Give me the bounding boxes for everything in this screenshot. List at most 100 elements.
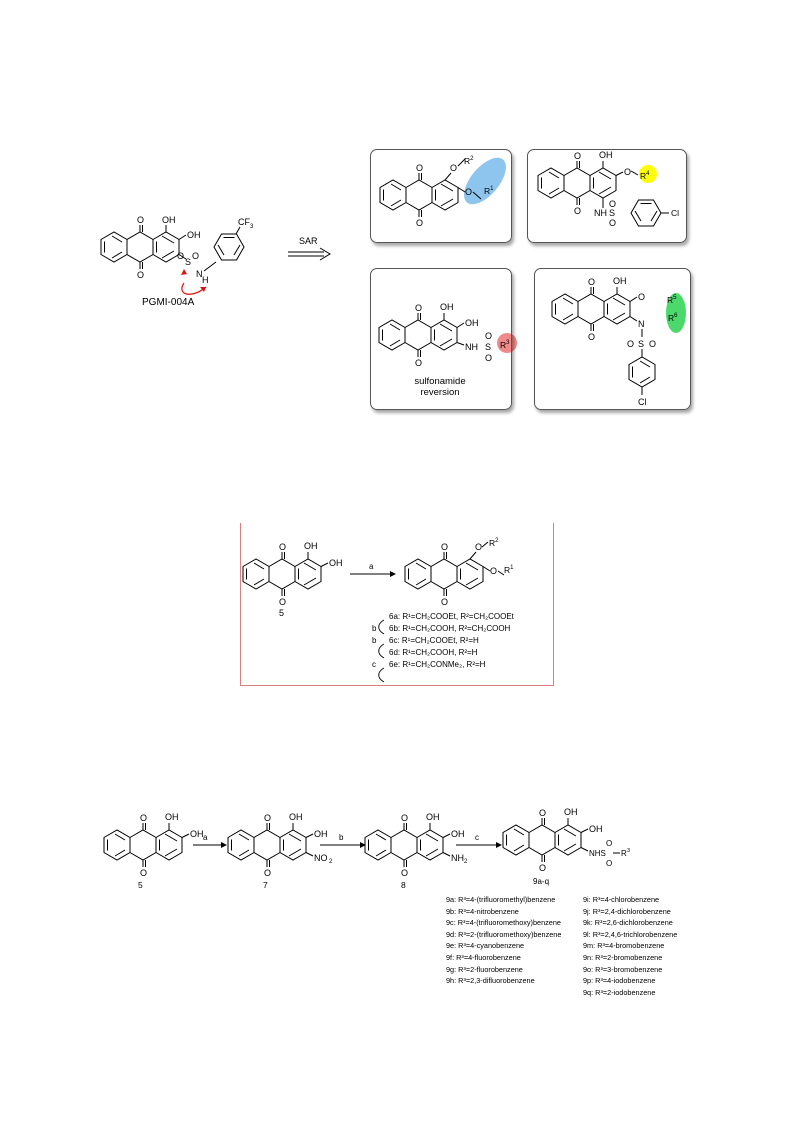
svg-text:S: S <box>185 257 191 267</box>
svg-text:NH: NH <box>594 208 607 218</box>
r2-r1-highlight <box>464 157 506 205</box>
list-item-9g: 9g: R³=2-fluorobenzene <box>446 964 523 974</box>
list-item-9j: 9j: R³=2,4-dichlorobenzene <box>583 906 671 916</box>
svg-text:O: O <box>485 353 492 363</box>
scheme1-r2-label: R2 <box>489 537 499 548</box>
scheme2-list-right: 9i: R³=4-chlorobenzene 9j: R³=2,4-dichlo… <box>583 894 677 998</box>
svg-text:OH: OH <box>465 318 479 328</box>
svg-text:S: S <box>485 342 491 352</box>
scheme2-reagent-b: b <box>339 833 344 842</box>
svg-text:O: O <box>177 251 184 261</box>
svg-text:NH: NH <box>451 853 464 863</box>
svg-text:OH: OH <box>440 302 454 312</box>
list-item-9m: 9m: R³=4-bromobenzene <box>583 941 665 951</box>
svg-text:NO: NO <box>314 853 328 863</box>
scheme2-reagent-c: c <box>475 833 479 842</box>
scheme2-compound-7: OH OH NO 2 <box>227 812 333 879</box>
scheme2-label-8: 8 <box>401 880 406 890</box>
svg-text:3: 3 <box>250 224 254 230</box>
svg-text:O: O <box>627 339 634 349</box>
scheme2-label-5: 5 <box>138 880 143 890</box>
scheme2-reagent-a: a <box>203 833 208 842</box>
scheme1-product-6c: 6c: R¹=CH₂COOEt, R²=H <box>389 636 479 645</box>
scheme1-product-list: 6a: R¹=CH₂COOEt, R²=CH₂COOEt b 6b: R¹=CH₂… <box>372 612 552 672</box>
list-item-9q: 9q: R³=2-iodobenzene <box>583 987 656 997</box>
svg-text:O: O <box>609 218 616 228</box>
scheme1-product-6b: 6b: R¹=CH₂COOH, R²=CH₂COOH <box>389 624 511 633</box>
svg-text:OH: OH <box>451 829 465 839</box>
list-item-9b: 9b: R³=4-nitrobenzene <box>446 906 519 916</box>
svg-text:3: 3 <box>627 848 630 854</box>
svg-text:OH: OH <box>329 558 343 568</box>
svg-text:N: N <box>638 319 645 329</box>
scheme1-step-4: c <box>372 660 376 669</box>
lead-compound-label: PGMI-004A <box>142 297 195 308</box>
r2-label: R2 <box>464 155 474 166</box>
r6-label: R6 <box>668 312 678 323</box>
list-item-9k: 9k: R³=2,6-dichlorobenzene <box>583 918 673 928</box>
svg-text:O: O <box>624 167 631 177</box>
scheme1-frame <box>240 523 554 686</box>
scheme1-product-6e: 6e: R¹=CH₂CONMe₂, R²=H <box>389 660 486 669</box>
svg-text:OH: OH <box>426 812 440 822</box>
scheme2-arrow-b <box>320 842 366 848</box>
svg-text:CF: CF <box>238 217 250 227</box>
panel2-structure: OH O NH S O O <box>537 150 669 228</box>
list-item-9l: 9l: R³=2,4,6-trichlorobenzene <box>583 929 678 939</box>
svg-text:OH: OH <box>589 824 603 834</box>
svg-text:O: O <box>192 251 199 261</box>
scheme1-product-6a: 6a: R¹=CH₂COOEt, R²=CH₂COOEt <box>389 612 514 621</box>
svg-text:O: O <box>606 859 612 868</box>
panel-r1-r2 <box>370 149 512 243</box>
svg-text:OH: OH <box>304 541 318 551</box>
list-item-9a: 9a: R³=4-(trifluoromethyl)benzene <box>446 895 556 904</box>
svg-text:NH: NH <box>465 342 478 352</box>
list-item-9d: 9d: R³=2-(trifluoromethoxy)benzene <box>446 929 562 939</box>
svg-text:OH: OH <box>564 807 578 817</box>
list-item-9o: 9o: R³=3-bromobenzene <box>583 964 663 974</box>
list-item-9c: 9c: R³=4-(trifluoromethoxy)benzene <box>446 918 561 928</box>
scheme1-step-1: b <box>372 624 377 633</box>
list-item-9p: 9p: R³=4-iodobenzene <box>583 976 656 986</box>
svg-text:OH: OH <box>289 812 303 822</box>
svg-text:O: O <box>638 292 645 302</box>
svg-text:OH: OH <box>165 812 179 822</box>
svg-text:S: S <box>609 208 615 218</box>
svg-text:OH: OH <box>599 150 613 160</box>
list-item-9n: 9n: R³=2-bromobenzene <box>583 952 663 962</box>
scheme1-r1-label: R1 <box>504 564 514 575</box>
scheme2-label-7: 7 <box>263 880 268 890</box>
scheme1-step-2: b <box>372 636 377 645</box>
scheme2-product-9: OH OH NHS O O R 3 <box>502 807 630 874</box>
svg-text:O: O <box>485 331 492 341</box>
scheme2-compound-5: OH OH <box>103 812 204 879</box>
list-item-9e: 9e: R³=4-cyanobenzene <box>446 941 525 951</box>
svg-text:2: 2 <box>464 859 468 865</box>
scheme2-arrow-a <box>193 842 227 848</box>
scheme1-arrow-a <box>350 571 396 577</box>
svg-text:OH: OH <box>162 215 176 225</box>
svg-text:S: S <box>638 339 644 349</box>
scheme2-arrow-c <box>456 842 502 848</box>
list-item-9h: 9h: R³=2,3-difluorobenzene <box>446 976 535 986</box>
svg-text:NHS: NHS <box>589 849 606 858</box>
svg-text:2: 2 <box>329 859 333 865</box>
svg-text:O: O <box>450 163 457 173</box>
list-item-9i: 9i: R³=4-chlorobenzene <box>583 895 660 904</box>
r4-highlight <box>639 165 657 183</box>
svg-text:O: O <box>649 339 656 349</box>
r3-label: R3 <box>500 339 510 350</box>
scheme1-compound-5: OH OH <box>242 541 343 608</box>
r1-label: R1 <box>484 185 494 196</box>
svg-text:OH: OH <box>613 276 627 286</box>
sulfonamide-reversion-label: sulfonamide reversion <box>404 376 476 398</box>
sar-label: SAR <box>299 236 318 246</box>
sulfonamide-line2: reversion <box>420 387 460 398</box>
svg-text:OH: OH <box>190 829 204 839</box>
step-b-arrow-1 <box>378 619 385 635</box>
svg-text:OH: OH <box>314 829 328 839</box>
svg-text:OH: OH <box>187 230 201 240</box>
svg-text:H: H <box>202 275 209 285</box>
list-item-9f: 9f: R³=4-fluorobenzene <box>446 952 521 962</box>
